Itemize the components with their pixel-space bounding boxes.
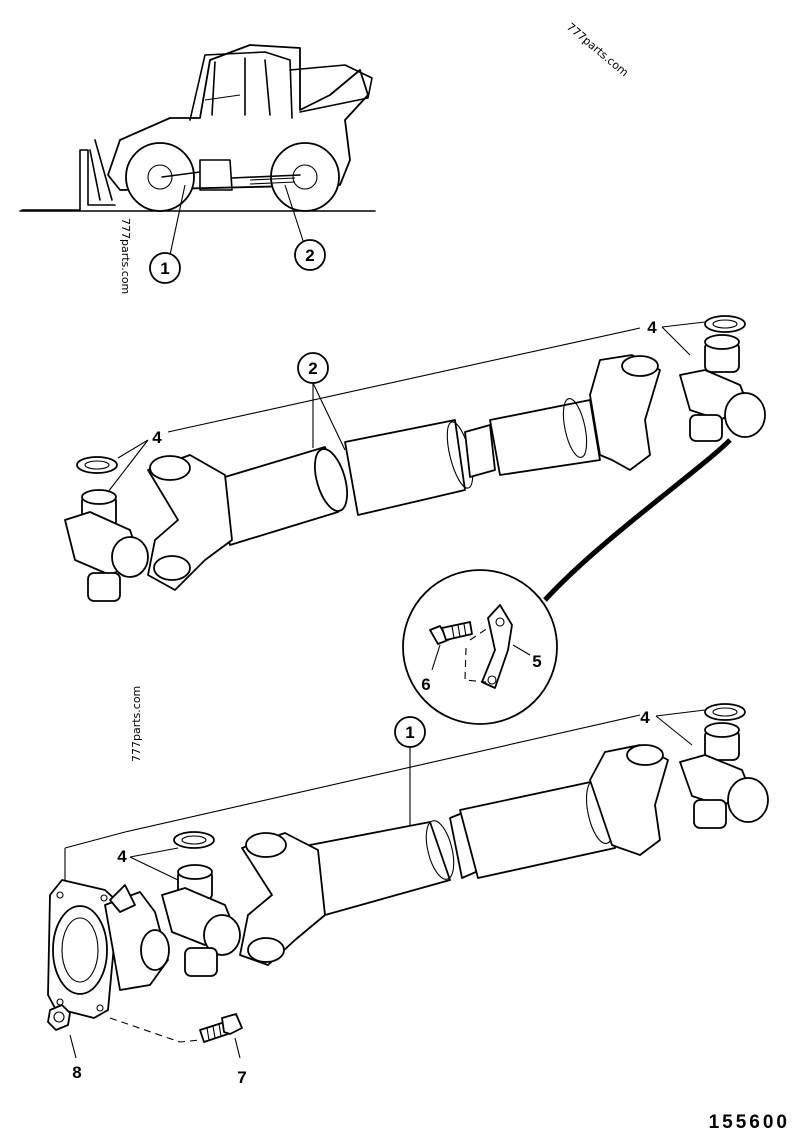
callout-4-b: 4 (152, 428, 162, 447)
flange-yoke (47, 879, 170, 1019)
callout-7: 7 (237, 1068, 246, 1087)
callout-1-top: 1 (149, 252, 181, 284)
nut-item-8 (47, 1004, 77, 1059)
svg-text:2: 2 (308, 359, 317, 378)
bolt-item-7 (199, 1013, 243, 1059)
svg-text:4: 4 (152, 428, 162, 447)
universal-joint-left-lower (161, 831, 241, 977)
universal-joint-top-right (679, 315, 766, 442)
watermark-left-top: 777parts.com (119, 218, 132, 294)
detail-bracket-inset (402, 569, 558, 725)
svg-text:6: 6 (421, 675, 430, 694)
svg-text:4: 4 (117, 847, 127, 866)
propshaft-rear (147, 327, 661, 591)
vehicle-overview (19, 44, 376, 212)
propshaft-front (239, 744, 669, 966)
watermark-top-right: 777parts.com (564, 20, 631, 79)
callout-4-d: 4 (117, 847, 127, 866)
drawing-number: 155600 (709, 1112, 790, 1133)
callout-1-bottom: 1 (394, 716, 426, 748)
svg-text:4: 4 (647, 318, 657, 337)
svg-text:2: 2 (305, 246, 314, 265)
svg-text:1: 1 (405, 723, 414, 742)
svg-text:1: 1 (160, 259, 169, 278)
callout-4-c: 4 (640, 708, 650, 727)
callout-8: 8 (72, 1063, 81, 1082)
callout-2-top: 2 (294, 239, 326, 271)
svg-text:8: 8 (72, 1063, 81, 1082)
callout-2-mid: 2 (297, 352, 329, 384)
universal-joint-bottom-right (679, 703, 769, 829)
watermark-left-middle: 777parts.com (130, 686, 143, 762)
callout-4-a: 4 (647, 318, 657, 337)
universal-joint-left-upper (64, 456, 149, 602)
svg-text:4: 4 (640, 708, 650, 727)
svg-text:5: 5 (532, 652, 541, 671)
callout-5: 5 (532, 652, 541, 671)
callout-6: 6 (421, 675, 430, 694)
svg-text:7: 7 (237, 1068, 246, 1087)
